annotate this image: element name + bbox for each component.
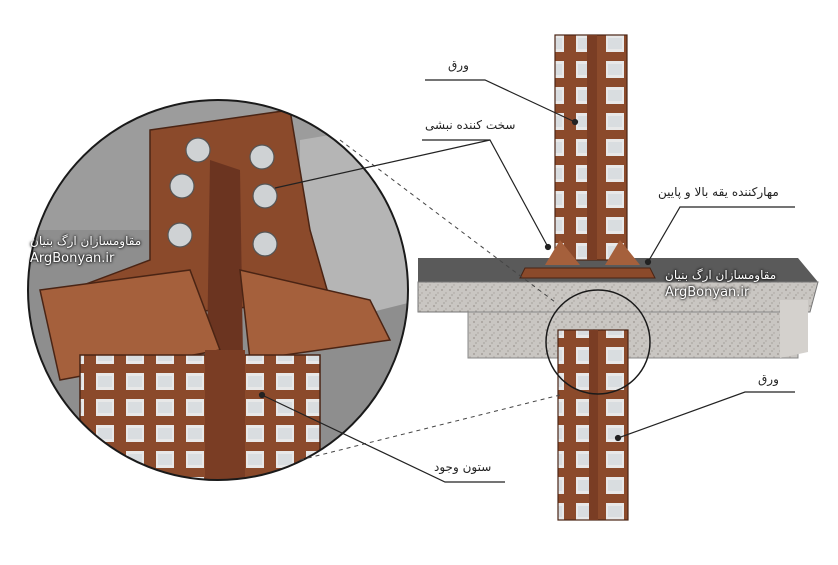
watermark-text-en: ArgBonyan.ir xyxy=(30,251,115,266)
column-lower xyxy=(557,329,629,521)
label-top-bottom-brace: مهارکننده یقه بالا و پایین xyxy=(658,185,779,199)
label-existing-column: ستون وجود xyxy=(434,460,492,474)
column-upper xyxy=(554,34,628,261)
watermark-right: مقاومسازان ارگ بنیان ArgBonyan.ir xyxy=(665,268,776,300)
floor-slab xyxy=(417,258,819,359)
leader-lines xyxy=(258,79,795,483)
bolt-icon xyxy=(167,137,278,257)
label-sheet-bottom: ورق xyxy=(758,372,779,386)
label-stiffener: سخت کننده نبشی xyxy=(425,118,516,132)
label-sheet-top: ورق xyxy=(448,58,469,72)
detail-circle xyxy=(28,100,408,480)
watermark-text-fa: مقاومسازان ارگ بنیان xyxy=(30,234,142,248)
watermark-text-en: ArgBonyan.ir xyxy=(665,285,750,300)
watermark-left: مقاومسازان ارگ بنیان ArgBonyan.ir xyxy=(30,234,141,266)
watermark-text-fa: مقاومسازان ارگ بنیان xyxy=(665,268,777,282)
base-collar xyxy=(519,240,656,279)
